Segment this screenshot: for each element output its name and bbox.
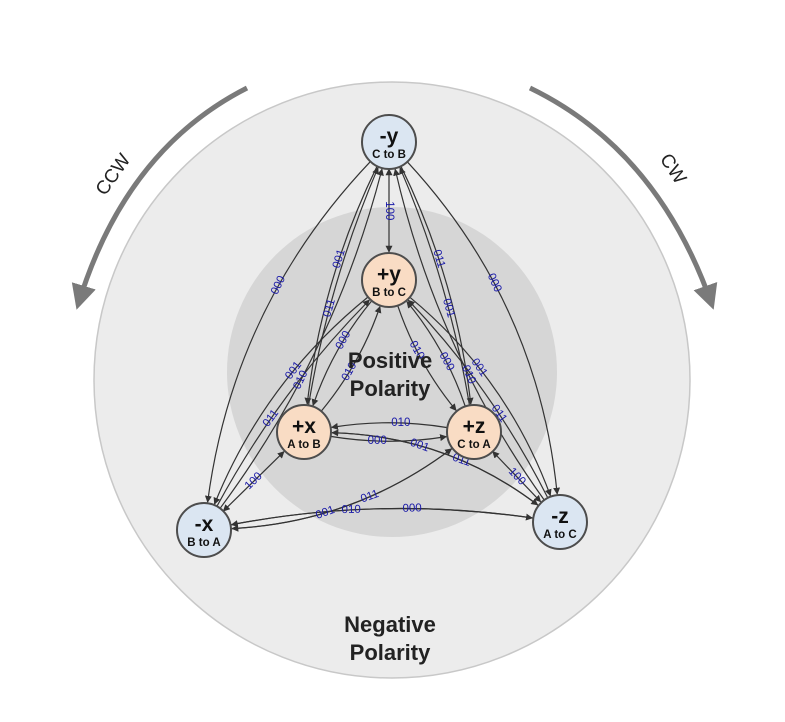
- transition-arrow: [307, 167, 379, 406]
- node-plus-y: +y B to C: [361, 252, 417, 308]
- node-title: +x: [292, 415, 316, 438]
- transition-arrow: [406, 161, 561, 495]
- transition-code-label: 011: [430, 248, 447, 269]
- transition-code-label: 001: [440, 297, 457, 319]
- transition-arrow: [311, 300, 373, 407]
- node-subtitle: B to C: [372, 287, 406, 299]
- node-subtitle: C to A: [457, 439, 490, 451]
- transition-arrow: [219, 168, 384, 509]
- transition-code-label: 011: [359, 488, 380, 506]
- node-circle: [361, 252, 417, 308]
- node-circle: [446, 404, 502, 460]
- cw-label: CW: [655, 150, 690, 188]
- transition-arrow: [409, 296, 552, 497]
- transition-arrow: [204, 161, 371, 503]
- node-subtitle: A to B: [287, 439, 320, 451]
- transition-arrow: [399, 167, 471, 406]
- transition-arrow: [304, 165, 378, 405]
- transition-arrow: [230, 448, 453, 530]
- node-plus-x: +x A to B: [276, 404, 332, 460]
- node-title: -x: [195, 513, 214, 536]
- positive-polarity-label-line2: Polarity: [350, 376, 431, 401]
- node-plus-z: +z C to A: [446, 404, 502, 460]
- transition-arrow: [320, 305, 382, 412]
- transition-arrow: [330, 432, 539, 506]
- positive-polarity-label-line1: Positive: [348, 348, 432, 373]
- transition-arrow: [230, 507, 534, 527]
- cw-rotation-arrow: [528, 85, 718, 310]
- transition-arrow: [406, 301, 466, 407]
- transition-code-label: 100: [383, 201, 395, 220]
- node-minus-y: -y C to B: [361, 114, 417, 170]
- node-title: -y: [380, 125, 399, 148]
- negative-polarity-label-line1: Negative: [344, 612, 436, 637]
- transition-arrow: [397, 305, 457, 411]
- node-title: -z: [551, 505, 569, 528]
- node-subtitle: A to C: [543, 529, 576, 541]
- transition-arrow: [222, 451, 285, 512]
- ccw-rotation-arrow: [71, 85, 249, 310]
- transition-arrow: [407, 299, 549, 499]
- transition-arrow: [393, 168, 545, 501]
- node-title: +y: [377, 263, 401, 286]
- transition-code-label: 000: [368, 435, 387, 447]
- node-subtitle: C to B: [372, 149, 406, 161]
- transition-arrow: [400, 165, 474, 405]
- transition-code-label: 010: [341, 504, 360, 516]
- node-circle: [532, 494, 588, 550]
- transition-arrow: [330, 422, 448, 430]
- transition-code-label: 000: [402, 502, 421, 514]
- transition-arrow: [330, 434, 448, 442]
- node-minus-x: -x B to A: [176, 502, 232, 558]
- transition-code-label: 001: [331, 248, 348, 270]
- node-subtitle: B to A: [187, 537, 220, 549]
- transition-arrow: [216, 299, 370, 507]
- node-circle: [276, 404, 332, 460]
- negative-polarity-label-line2: Polarity: [350, 640, 431, 665]
- transition-arrow: [213, 296, 369, 505]
- transition-code-label: 010: [391, 417, 410, 429]
- node-circle: [176, 502, 232, 558]
- node-title: +z: [463, 415, 486, 438]
- transition-edges: [204, 161, 561, 532]
- transition-arrow: [492, 450, 542, 503]
- node-circle: [361, 114, 417, 170]
- transition-code-label: 011: [321, 298, 338, 319]
- node-minus-z: -z A to C: [532, 494, 588, 550]
